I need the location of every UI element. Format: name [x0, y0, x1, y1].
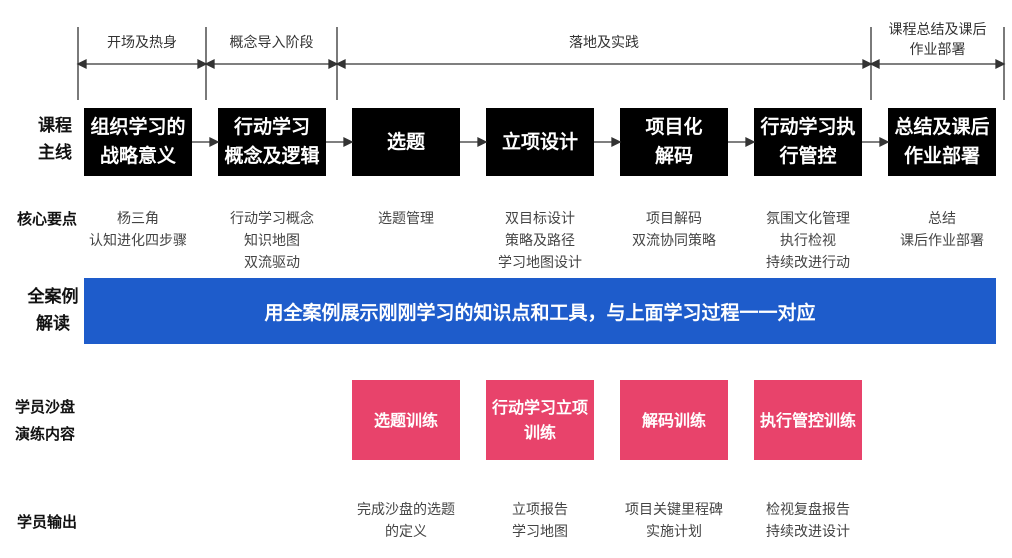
- phase-label-concept: 概念导入阶段: [229, 35, 314, 51]
- row-label-key-points: 核心要点: [16, 210, 77, 228]
- key-points-concept: 行动学习概念知识地图双流驱动: [230, 211, 314, 271]
- phase-label-practice: 落地及实践: [569, 35, 639, 51]
- phase-label-warmup: 开场及热身: [107, 35, 177, 51]
- key-points-summary: 总结课后作业部署: [900, 211, 984, 249]
- step-box-strategy: 组织学习的战略意义: [84, 108, 192, 176]
- row-label-case: 全案例 解读: [27, 287, 79, 334]
- drill-box-execution: 执行管控训练: [754, 380, 862, 460]
- key-points-project-design: 双目标设计策略及路径学习地图设计: [498, 211, 582, 271]
- key-points-execution: 氛围文化管理执行检视持续改进行动: [766, 211, 850, 271]
- row-label-output: 学员输出: [16, 513, 77, 531]
- key-points-strategy: 杨三角认知进化四步骤: [89, 211, 187, 249]
- step-box-project-design: 立项设计: [486, 108, 594, 176]
- case-banner: 用全案例展示刚刚学习的知识点和工具，与上面学习过程一一对应: [84, 278, 996, 344]
- step-arrows: [192, 136, 890, 148]
- output-topic: 完成沙盘的选题的定义: [357, 502, 455, 540]
- step-box-decode: 项目化解码: [620, 108, 728, 176]
- row-label-main-line: 课程 主线: [38, 116, 72, 163]
- phase-timeline: [76, 27, 1006, 100]
- output-execution: 检视复盘报告持续改进设计: [766, 502, 850, 540]
- key-points-topic: 选题管理: [378, 211, 434, 227]
- phase-label-summary: 课程总结及课后 作业部署: [888, 22, 987, 58]
- key-points-decode: 项目解码双流协同策略: [632, 211, 716, 249]
- drill-box-decode: 解码训练: [620, 380, 728, 460]
- step-box-execution: 行动学习执行管控: [754, 108, 862, 176]
- step-box-topic: 选题: [352, 108, 460, 176]
- drill-box-topic: 选题训练: [352, 380, 460, 460]
- drill-box-project: 行动学习立项训练: [486, 380, 594, 460]
- output-decode: 项目关键里程碑实施计划: [625, 502, 723, 540]
- step-box-concept: 行动学习概念及逻辑: [218, 108, 326, 176]
- row-label-sandbox: 学员沙盘 演练内容: [14, 398, 75, 443]
- output-project: 立项报告学习地图: [512, 502, 568, 540]
- step-box-summary: 总结及课后作业部署: [888, 108, 996, 176]
